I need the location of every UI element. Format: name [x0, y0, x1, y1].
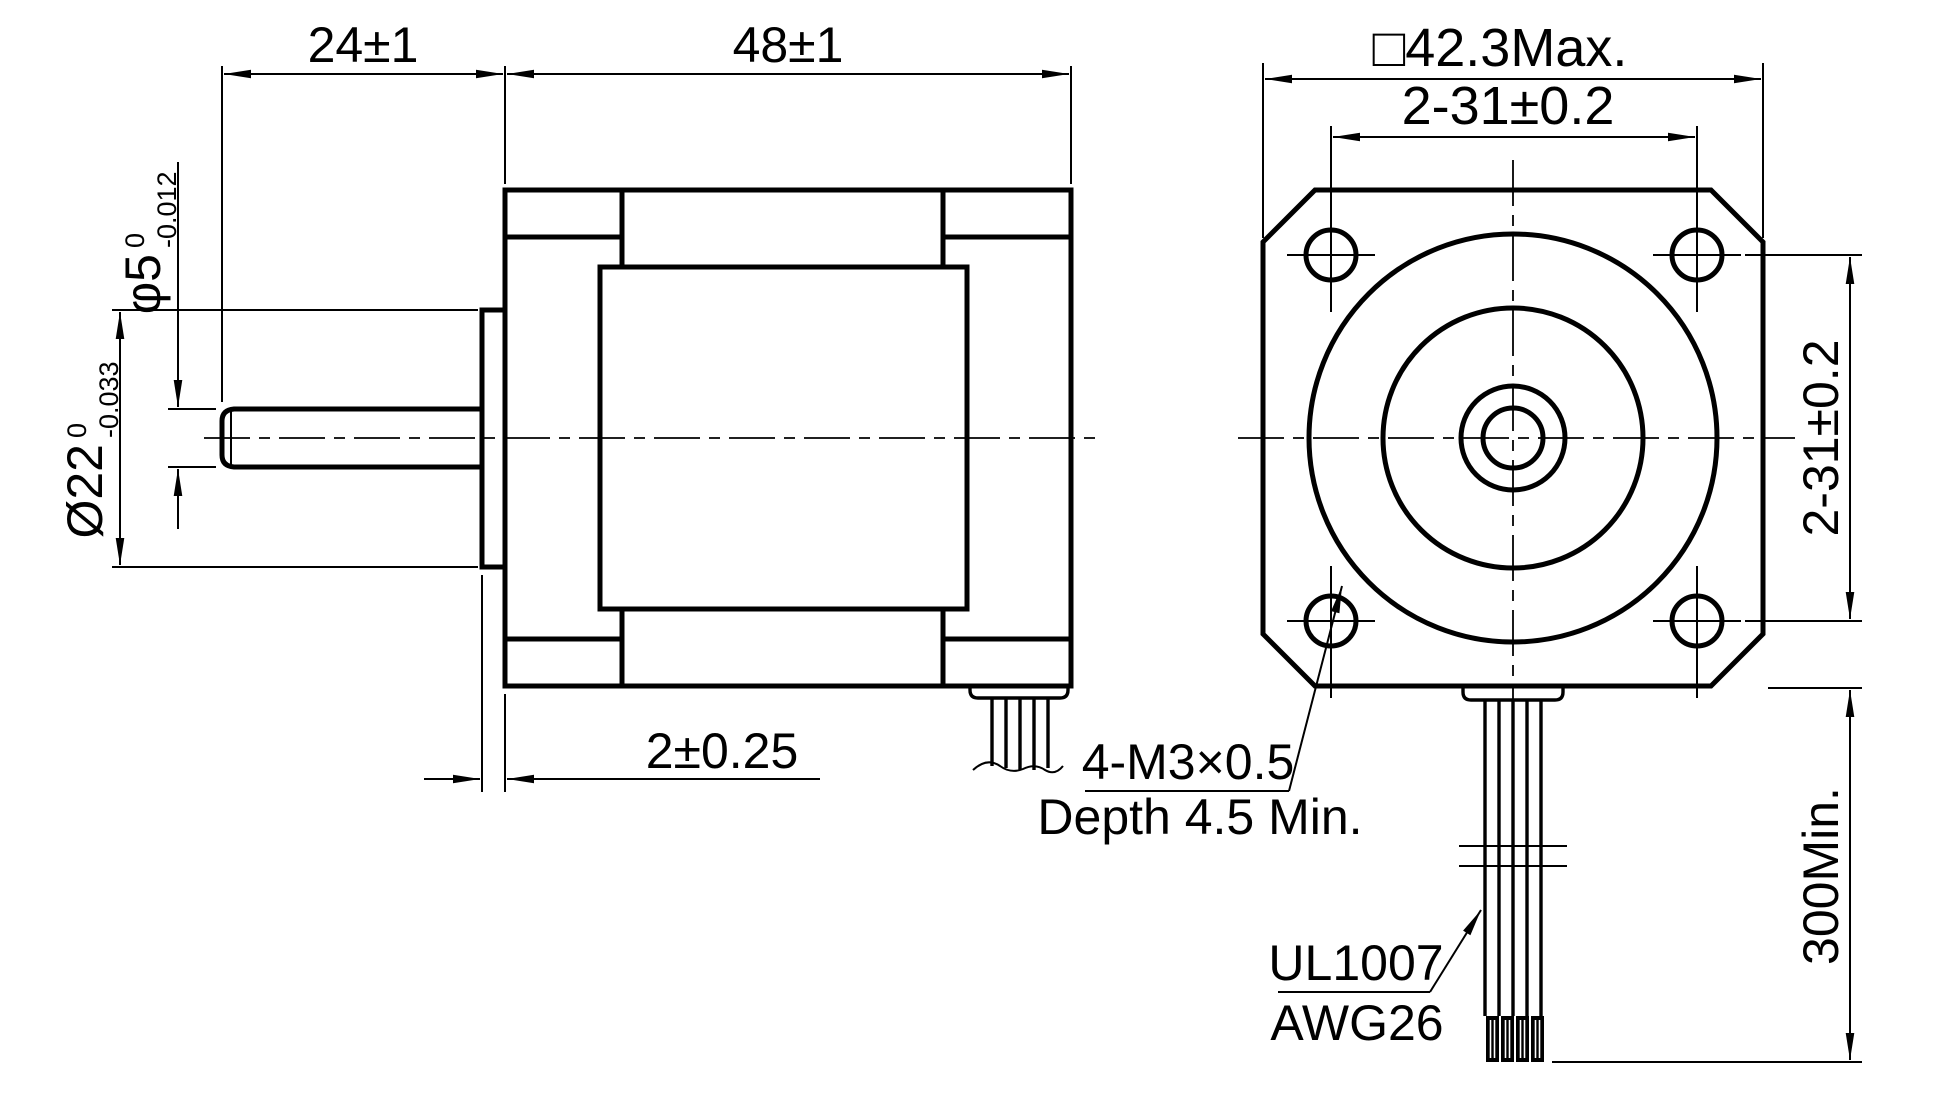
wire-tip — [1501, 1016, 1514, 1062]
wire-bushing — [968, 687, 1070, 700]
shaft-dia-tol-upper: 0 — [120, 233, 150, 248]
leader-line — [1288, 585, 1343, 792]
side-view-lead-wires — [968, 687, 1070, 774]
dim-shaft-dia: φ5 0 -0.012 — [115, 162, 216, 529]
wire-tip — [1516, 1016, 1529, 1062]
lead-wire-note-line1: UL1007 — [1268, 935, 1443, 991]
flange-outline — [1260, 187, 1766, 689]
dim-24: 24±1 — [221, 17, 506, 402]
dim-label-lead-length: 300Min. — [1793, 787, 1849, 965]
pilot-dia-tol-upper: 0 — [62, 423, 92, 438]
side-view: 24±1 48±1 φ5 0 -0.012 Ø22 — [57, 17, 1102, 792]
dim-label-24: 24±1 — [308, 17, 419, 73]
dim-pilot-depth: 2±0.25 — [424, 575, 820, 792]
hole-centerlines — [1287, 126, 1741, 698]
pilot-dia-value: Ø22 — [57, 444, 113, 539]
front-view: □42.3Max. 2-31±0.2 2-31±0.2 300Min. 4-M3… — [1037, 18, 1862, 1063]
front-view-lead-wires — [1459, 687, 1567, 1062]
shaft-dia-label: φ5 0 -0.012 — [115, 171, 182, 314]
dim-pilot-dia: Ø22 0 -0.033 — [57, 309, 478, 568]
pilot-dia-label: Ø22 0 -0.033 — [57, 361, 124, 538]
dim-label-48: 48±1 — [733, 17, 844, 73]
wire-tip — [1531, 1016, 1544, 1062]
thread-note-line1: 4-M3×0.5 — [1082, 734, 1295, 790]
lead-wire-note-line2: AWG26 — [1270, 995, 1443, 1051]
dim-label-flange-square: □42.3Max. — [1373, 18, 1628, 78]
shaft-dia-tol-lower: -0.012 — [152, 171, 182, 248]
lead-wire-note: UL1007 AWG26 — [1268, 909, 1482, 1051]
dim-label-hole-pitch-h: 2-31±0.2 — [1402, 76, 1615, 136]
shaft-dia-value: φ5 — [115, 254, 171, 314]
leader-line — [1429, 909, 1482, 993]
wire-break-squiggle — [972, 761, 1064, 774]
thread-note-line2: Depth 4.5 Min. — [1037, 789, 1362, 845]
dim-lead-length: 300Min. — [1552, 687, 1862, 1063]
dim-label-pilot-depth: 2±0.25 — [646, 723, 799, 779]
dim-flange-square: □42.3Max. — [1262, 18, 1764, 238]
dim-hole-pitch-horizontal: 2-31±0.2 — [1333, 76, 1695, 142]
thread-note: 4-M3×0.5 Depth 4.5 Min. — [1037, 585, 1363, 845]
dim-label-hole-pitch-v: 2-31±0.2 — [1793, 339, 1849, 536]
dim-hole-pitch-vertical: 2-31±0.2 — [1745, 254, 1862, 622]
pilot-dia-tol-lower: -0.033 — [94, 361, 124, 438]
wire-tip — [1486, 1016, 1499, 1062]
stripped-wire-tips — [1486, 1016, 1544, 1062]
dim-48: 48±1 — [507, 17, 1072, 184]
